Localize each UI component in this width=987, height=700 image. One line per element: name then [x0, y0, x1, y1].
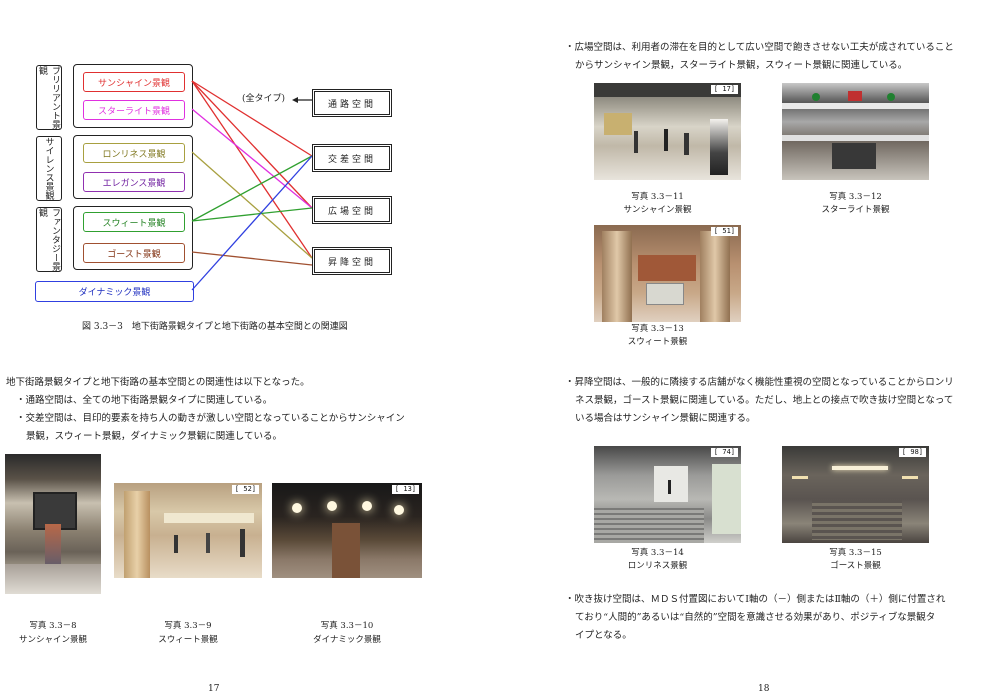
right-para1-line-1: ・広場空間は、利用者の滞在を目的として広い空間で飽きさせない工夫が成されているこ… [565, 42, 954, 53]
right-para2-line-1: ・昇降空間は、一般的に隣接する店舗がなく機能性重視の空間となっていることからロン… [565, 377, 954, 388]
caption-3-3-15-title: ゴースト景観 [830, 561, 881, 571]
caption-3-3-12-number: 写真 3.3－12 [829, 192, 882, 202]
left-body-line-2: ・通路空間は、全ての地下街路景観タイプに関連している。 [16, 395, 273, 406]
caption-3-3-15-number: 写真 3.3－15 [829, 548, 882, 558]
group-box-brilliant [73, 64, 193, 128]
right-para2-line-3: いる場合はサンシャイン景観に関連する。 [575, 413, 756, 424]
type-box-ghost: ゴースト景観 [83, 243, 185, 263]
left-body-line-4: 景観，スウィート景観，ダイナミック景観に関連している。 [26, 431, 283, 442]
photo-3-3-10: [ 13] [272, 483, 422, 578]
right-para3-line-1: ・吹き抜け空間は、ＭＤＳ付置図においてⅠ軸の（－）側またはⅡ軸の（＋）側に付置さ… [565, 594, 946, 605]
type-box-elegance: エレガンス景観 [83, 172, 185, 192]
photo-tag: [ 13] [391, 485, 419, 494]
caption-3-3-14-title: ロンリネス景観 [627, 561, 688, 571]
type-box-sweet: スウィート景観 [83, 212, 185, 232]
space-box-passage: 通路空間 [312, 89, 392, 117]
photo-tag: [ 74] [710, 448, 738, 457]
photo-tag: [ 51] [710, 227, 738, 236]
type-box-dynamic: ダイナミック景観 [35, 281, 194, 302]
page-number-right: 18 [758, 684, 770, 694]
group-box-fantasy [73, 206, 193, 270]
caption-3-3-9-title: スウィート景観 [158, 635, 218, 645]
group-box-silence [73, 135, 193, 199]
caption-3-3-13-number: 写真 3.3－13 [631, 324, 684, 334]
photo-tag: [ 17] [710, 85, 738, 94]
caption-3-3-9-number: 写真 3.3－9 [164, 621, 212, 631]
caption-3-3-10-title: ダイナミック景観 [313, 635, 381, 645]
right-para1-line-2: からサンシャイン景観，スターライト景観，スウィート景観に関連している。 [575, 60, 908, 71]
group-label-silence: サイレンス景観 [36, 136, 62, 201]
photo-3-3-12 [782, 83, 929, 180]
caption-3-3-11-title: サンシャイン景観 [623, 205, 692, 215]
type-box-starlight: スターライト景観 [83, 100, 185, 120]
left-body-line-1: 地下街路景観タイプと地下街路の基本空間との関連性は以下となった。 [6, 377, 310, 388]
right-para2-line-2: ネス景観，ゴースト景観に関連している。ただし、地上との接点で吹き抜け空間となって [575, 395, 954, 406]
group-label-fantasy: ファンタジー景観 [36, 207, 62, 272]
photo-3-3-15: [ 98] [782, 446, 929, 543]
figure-caption: 図 3.3－3 地下街路景観タイプと地下街路の基本空間との関連図 [82, 322, 348, 332]
left-body-line-3: ・交差空間は、目印的要素を持ち人の動きが激しい空間となっていることからサンシャイ… [16, 413, 405, 424]
photo-3-3-11: [ 17] [594, 83, 741, 180]
type-box-loneliness: ロンリネス景観 [83, 143, 185, 163]
type-box-sunshine: サンシャイン景観 [83, 72, 185, 92]
page-number-left: 17 [208, 684, 220, 694]
photo-3-3-8 [5, 454, 101, 594]
caption-3-3-10-number: 写真 3.3－10 [320, 621, 374, 631]
caption-3-3-13-title: スウィート景観 [627, 337, 688, 347]
caption-3-3-11-number: 写真 3.3－11 [631, 192, 684, 202]
connection-lines [191, 80, 313, 291]
right-para3-line-3: イプとなる。 [575, 630, 632, 641]
photo-3-3-14: [ 74] [594, 446, 741, 543]
group-label-brilliant: ブリリアント景観 [36, 65, 62, 130]
all-types-label: (全タイプ) [242, 94, 286, 104]
space-box-plaza: 広場空間 [312, 196, 392, 224]
photo-3-3-9: [ 52] [114, 483, 262, 578]
photo-tag: [ 98] [898, 448, 926, 457]
caption-3-3-12-title: スターライト景観 [821, 205, 890, 215]
caption-3-3-8-title: サンシャイン景観 [18, 635, 87, 645]
space-box-elevation: 昇降空間 [312, 247, 392, 275]
right-para3-line-2: ており“人間的”あるいは“自然的”空間を意識させる効果があり、ポジティブな景観タ [575, 612, 936, 623]
caption-3-3-14-number: 写真 3.3－14 [631, 548, 684, 558]
photo-tag: [ 52] [231, 485, 259, 494]
photo-3-3-13: [ 51] [594, 225, 741, 322]
space-box-intersection: 交差空間 [312, 144, 392, 172]
caption-3-3-8-number: 写真 3.3－8 [29, 621, 77, 631]
